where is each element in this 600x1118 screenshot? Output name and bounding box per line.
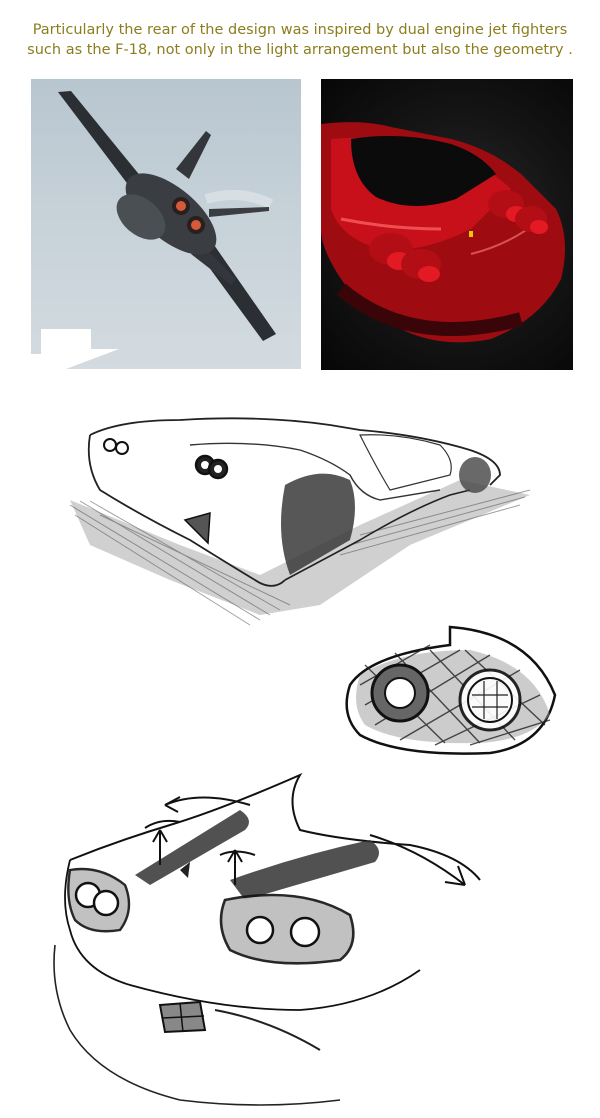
- caption-line-2: such as the F-18, not only in the light …: [27, 42, 573, 58]
- car-rear-arrows-sketch: [40, 770, 520, 1115]
- red-car-rear-render: [321, 79, 573, 370]
- caption: Particularly the rear of the design was …: [0, 20, 600, 60]
- tail-light-detail-sketch: [340, 625, 570, 760]
- caption-line-1: Particularly the rear of the design was …: [32, 22, 568, 38]
- car-rear-side-sketch: [60, 405, 540, 630]
- jet-fighter-photo: [31, 79, 301, 369]
